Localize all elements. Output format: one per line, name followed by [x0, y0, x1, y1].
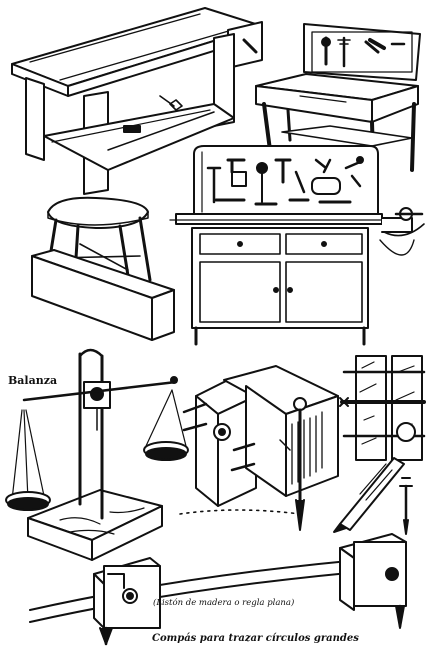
- beam-compass-illustration: [29, 509, 407, 646]
- beam-compass-caption: Compás para trazar círculos grandes: [152, 633, 359, 644]
- beam-note-caption: (Listón de madera o regla plana): [153, 598, 295, 608]
- stool-illustration: [31, 196, 175, 341]
- balance-caption: Balanza: [8, 374, 58, 387]
- tool-cabinet-illustration: [255, 23, 421, 198]
- wood-block-joint-illustration: [182, 365, 339, 531]
- workbench-illustration: [11, 7, 263, 195]
- clamp-tools-illustration: [333, 355, 426, 535]
- tool-chest-illustration: [169, 145, 425, 346]
- balance-scale-illustration: [5, 348, 189, 561]
